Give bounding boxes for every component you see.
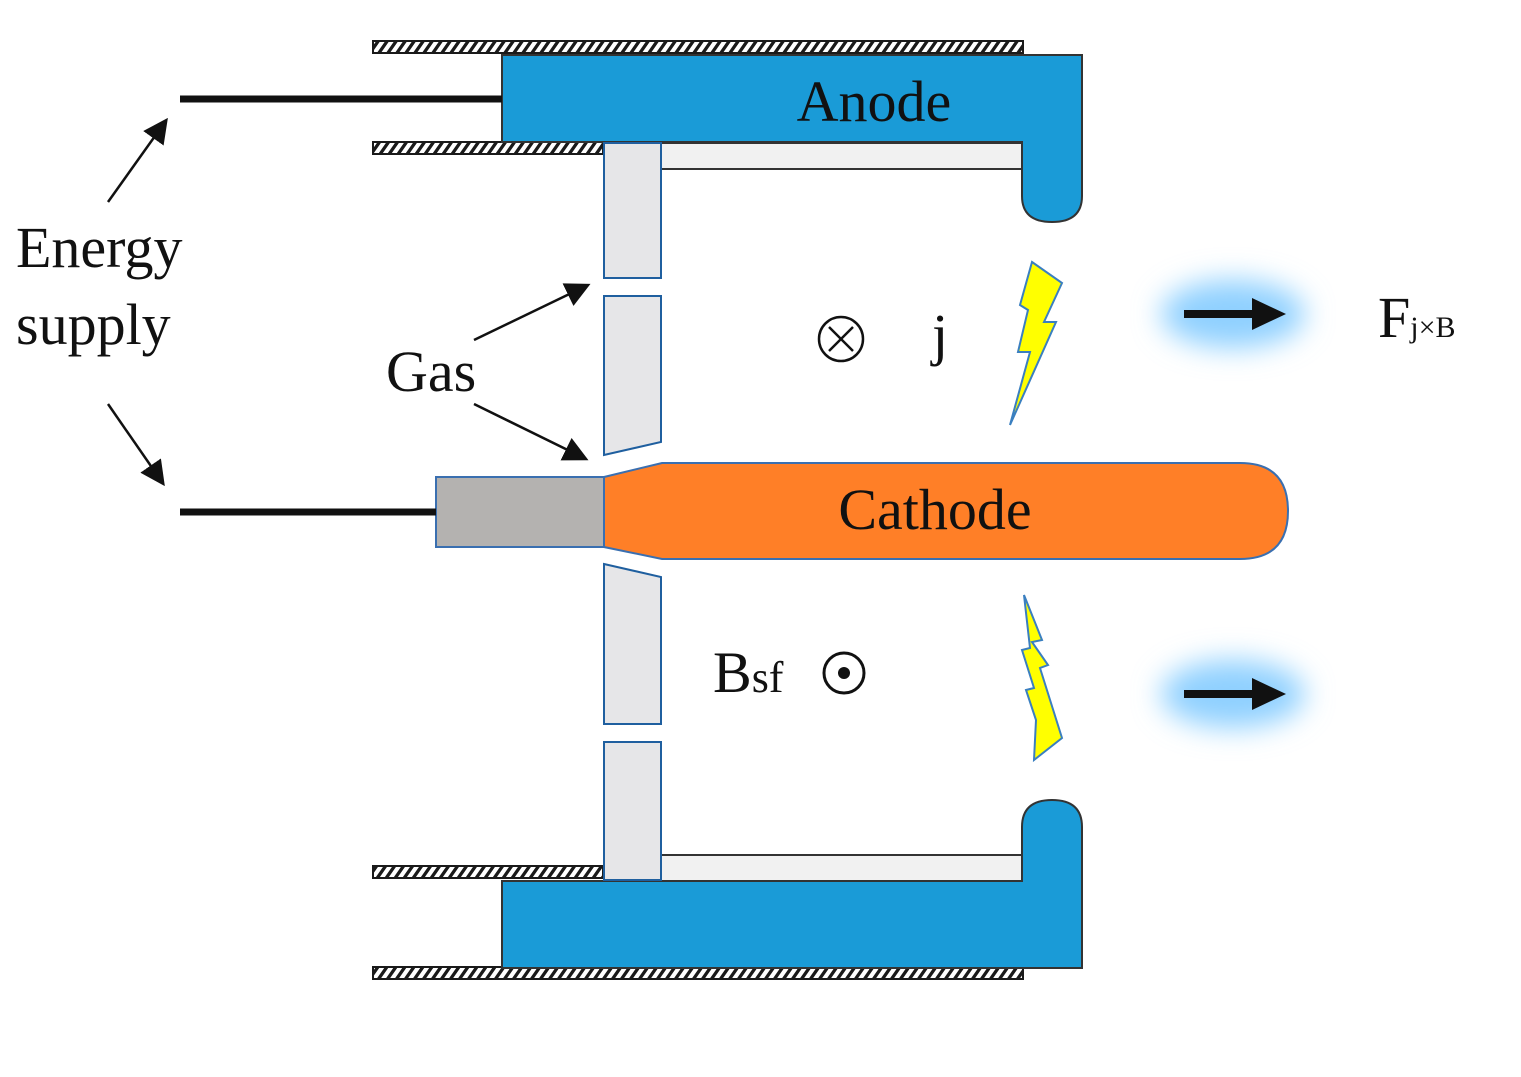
gas-arrow-down xyxy=(473,402,589,461)
anode-bottom xyxy=(501,798,1083,969)
current-label: j xyxy=(930,302,948,367)
insulator-block-4 xyxy=(603,741,662,881)
liner-bottom xyxy=(659,854,1023,882)
hatch-strip-top-outer xyxy=(372,40,1024,54)
insulator-block-3 xyxy=(603,562,662,725)
cathode-label: Cathode xyxy=(838,477,1031,542)
energy-supply-label-line2: supply xyxy=(16,292,171,357)
cathode xyxy=(603,462,1290,560)
gas-label: Gas xyxy=(386,339,476,404)
gas-injector-blocks xyxy=(603,142,662,881)
energy-arrow-down xyxy=(106,403,165,487)
hatch-strip-top-inner xyxy=(372,141,604,155)
liner-top xyxy=(659,142,1023,170)
thrust-arrow-top xyxy=(1184,298,1286,330)
anode-label: Anode xyxy=(797,69,952,134)
force-label: Fj×B xyxy=(1378,285,1456,350)
insulator-block-2 xyxy=(603,295,662,457)
insulator-block-1 xyxy=(603,142,662,279)
energy-supply-label-line1: Energy xyxy=(16,215,182,280)
force-base: F xyxy=(1378,285,1410,350)
cathode-holder xyxy=(435,476,605,548)
magnetic-field-subscript: sf xyxy=(752,653,784,702)
magnetic-field-label: Bsf xyxy=(713,640,784,705)
anode-top xyxy=(501,54,1083,224)
thrust-arrow-bottom xyxy=(1184,678,1286,710)
hatch-strip-bottom-inner xyxy=(372,865,604,879)
lightning-bolt-icon xyxy=(1020,594,1064,763)
circle-cross-icon xyxy=(817,315,865,363)
circle-dot-icon xyxy=(822,651,866,695)
energy-arrow-up xyxy=(106,117,168,203)
magnetic-field-base: B xyxy=(713,640,752,705)
force-subscript: j×B xyxy=(1409,311,1455,344)
gas-arrow-up xyxy=(473,283,591,342)
lightning-bolt-icon xyxy=(1009,260,1064,426)
